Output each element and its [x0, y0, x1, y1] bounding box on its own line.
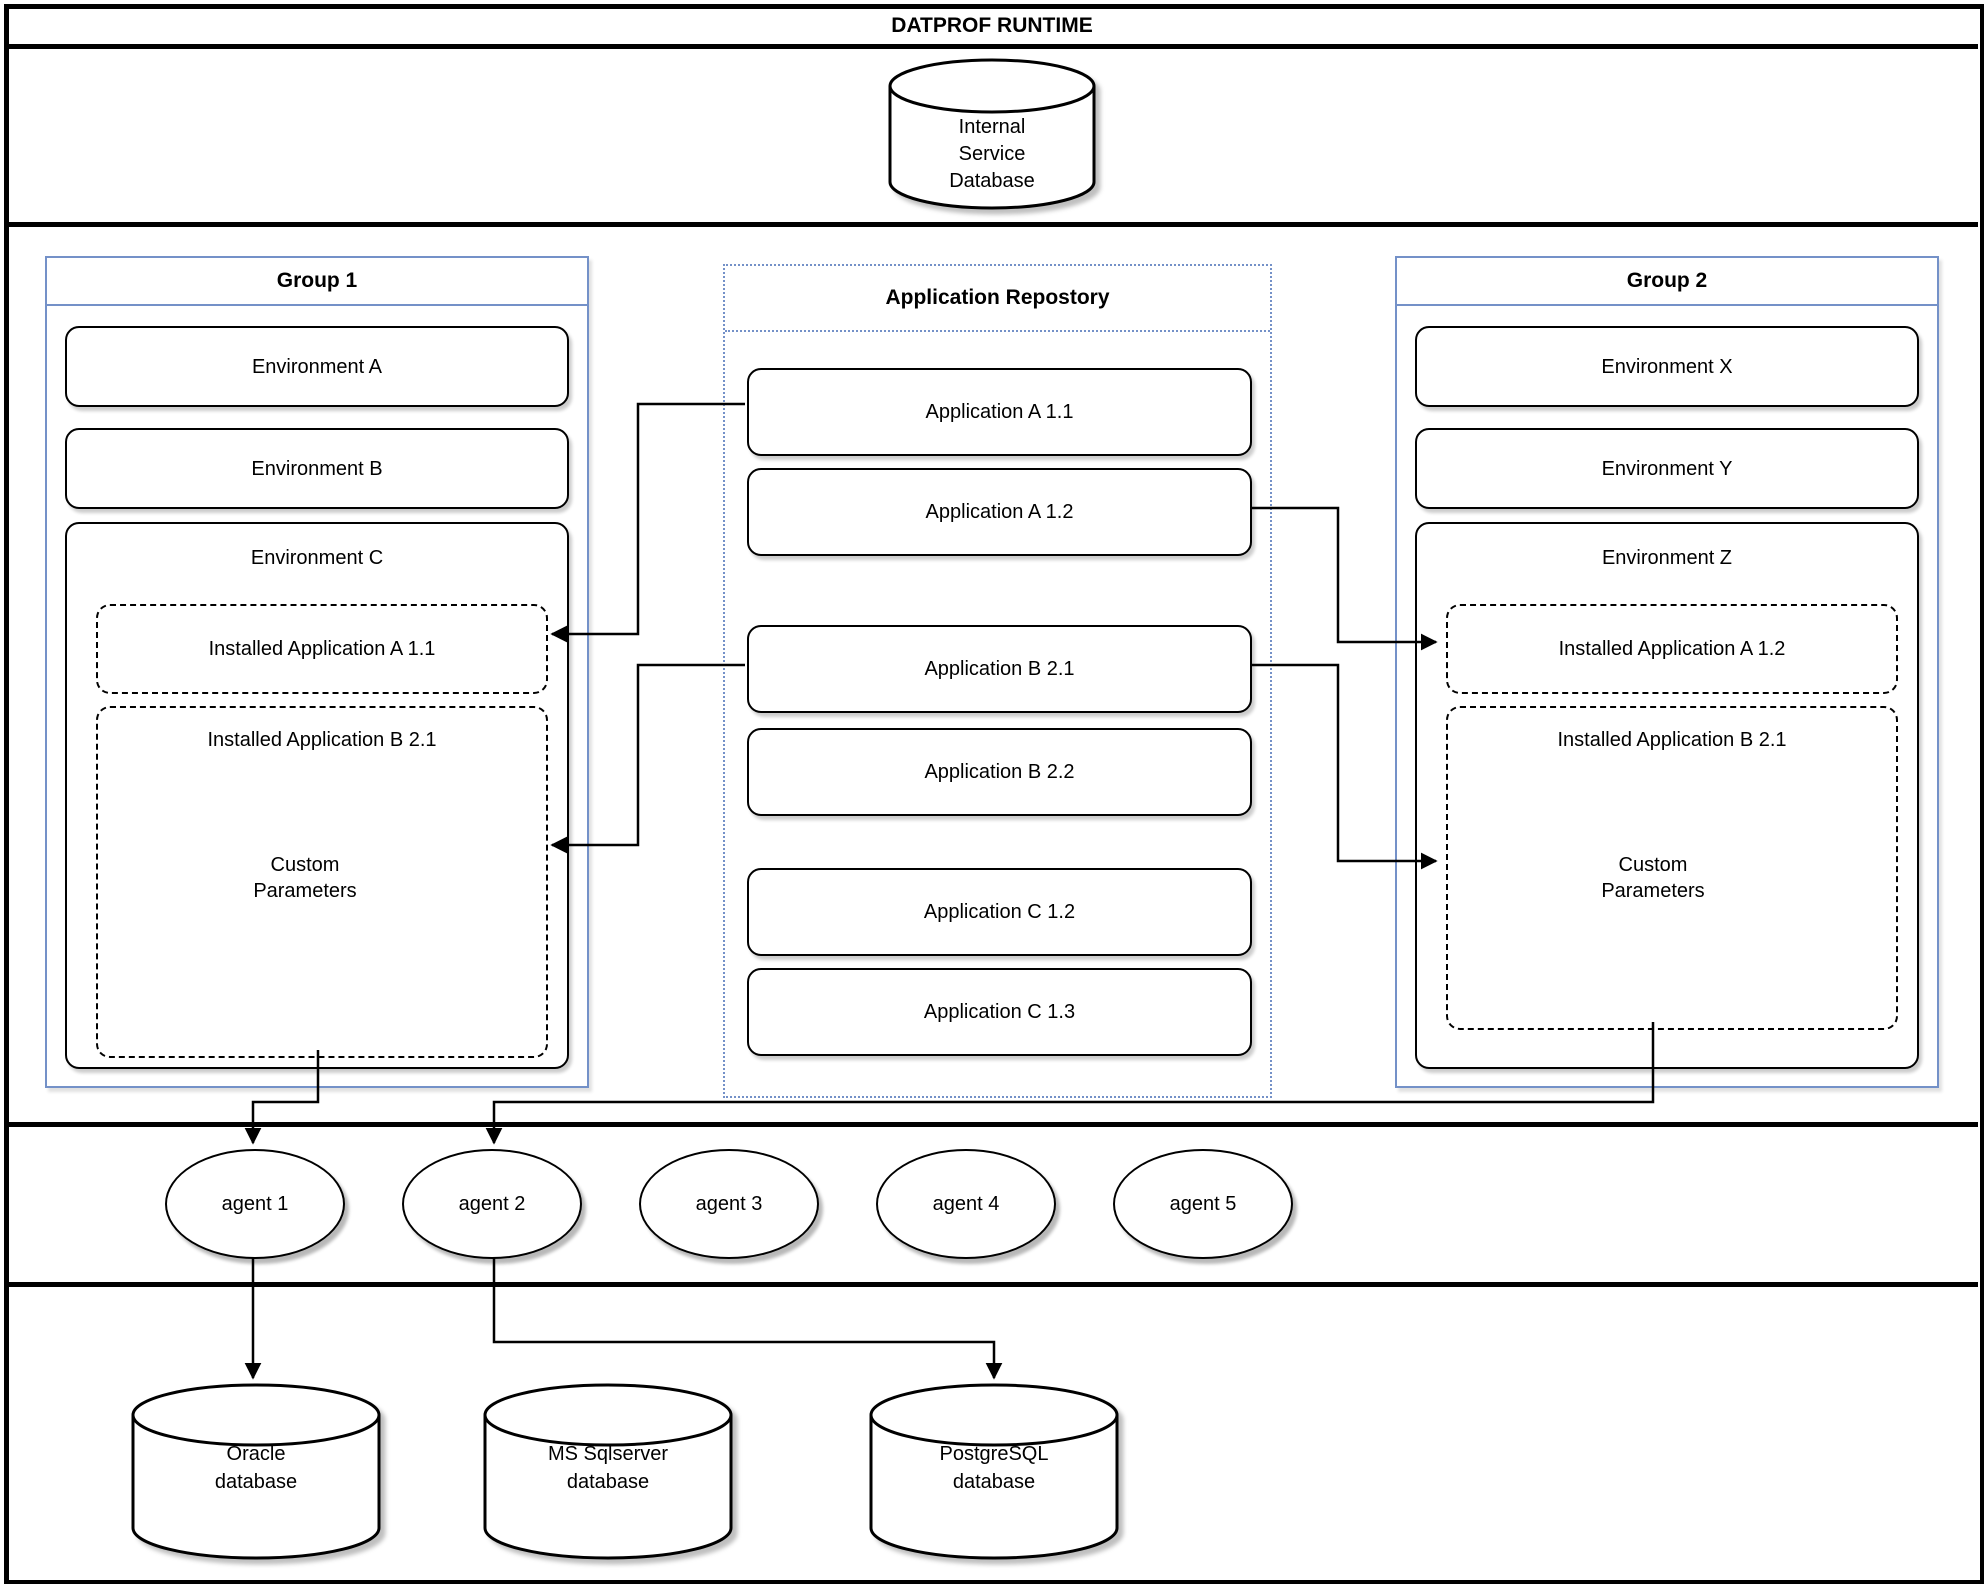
- application-repository-container: Application Repostory Application A 1.1 …: [723, 264, 1272, 1098]
- ms-sqlserver-database-cylinder: [483, 1383, 733, 1560]
- group1-title: Group 1: [47, 258, 587, 306]
- group2-title: Group 2: [1397, 258, 1937, 306]
- environment-b-box: Environment B: [65, 428, 569, 509]
- application-a12-box: Application A 1.2: [747, 468, 1252, 556]
- page-title: DATPROF RUNTIME: [891, 14, 1093, 37]
- agent-2-ellipse: agent 2: [402, 1149, 582, 1259]
- environment-x-box: Environment X: [1415, 326, 1919, 407]
- custom-parameters-group1-label: Custom Parameters: [253, 854, 357, 902]
- environment-c-box: Environment C Installed Application A 1.…: [65, 522, 569, 1069]
- postgresql-database-label: PostgreSQL database: [939, 1443, 1049, 1493]
- application-b22-box: Application B 2.2: [747, 728, 1252, 816]
- installed-application-b21-group1-box: Installed Application B 2.1: [96, 706, 548, 1058]
- group2-container: Group 2 Environment X Environment Y Envi…: [1395, 256, 1939, 1088]
- group1-container: Group 1 Environment A Environment B Envi…: [45, 256, 589, 1088]
- divider-title-band: [6, 44, 1978, 49]
- internal-service-database-label: Internal Service Database: [949, 116, 1035, 192]
- environment-z-box: Environment Z Installed Application A 1.…: [1415, 522, 1919, 1069]
- outer-border: [4, 4, 1984, 1584]
- environment-y-box: Environment Y: [1415, 428, 1919, 509]
- application-c13-box: Application C 1.3: [747, 968, 1252, 1056]
- oracle-database-label: Oracle database: [214, 1443, 298, 1493]
- oracle-database-cylinder: [131, 1383, 381, 1560]
- ms-sqlserver-database-label: MS Sqlserver database: [547, 1443, 669, 1493]
- agent-3-ellipse: agent 3: [639, 1149, 819, 1259]
- divider-service-band: [6, 222, 1978, 227]
- custom-parameters-group2-label: Custom Parameters: [1601, 854, 1705, 902]
- environment-a-box: Environment A: [65, 326, 569, 407]
- application-b21-box: Application B 2.1: [747, 625, 1252, 713]
- installed-application-a12-box: Installed Application A 1.2: [1446, 604, 1898, 694]
- application-c12-box: Application C 1.2: [747, 868, 1252, 956]
- installed-application-b21-group2-box: Installed Application B 2.1: [1446, 706, 1898, 1030]
- installed-application-a11-box: Installed Application A 1.1: [96, 604, 548, 694]
- agent-5-ellipse: agent 5: [1113, 1149, 1293, 1259]
- internal-service-database-cylinder: [888, 58, 1096, 210]
- application-a11-box: Application A 1.1: [747, 368, 1252, 456]
- environment-z-label: Environment Z: [1601, 547, 1733, 569]
- agent-1-ellipse: agent 1: [165, 1149, 345, 1259]
- installed-application-b21-group1-label: Installed Application B 2.1: [207, 729, 437, 751]
- agent-4-ellipse: agent 4: [876, 1149, 1056, 1259]
- postgresql-database-cylinder: [869, 1383, 1119, 1560]
- environment-c-label: Environment C: [250, 547, 384, 569]
- application-repository-title: Application Repostory: [725, 266, 1270, 332]
- installed-application-b21-group2-label: Installed Application B 2.1: [1557, 729, 1787, 751]
